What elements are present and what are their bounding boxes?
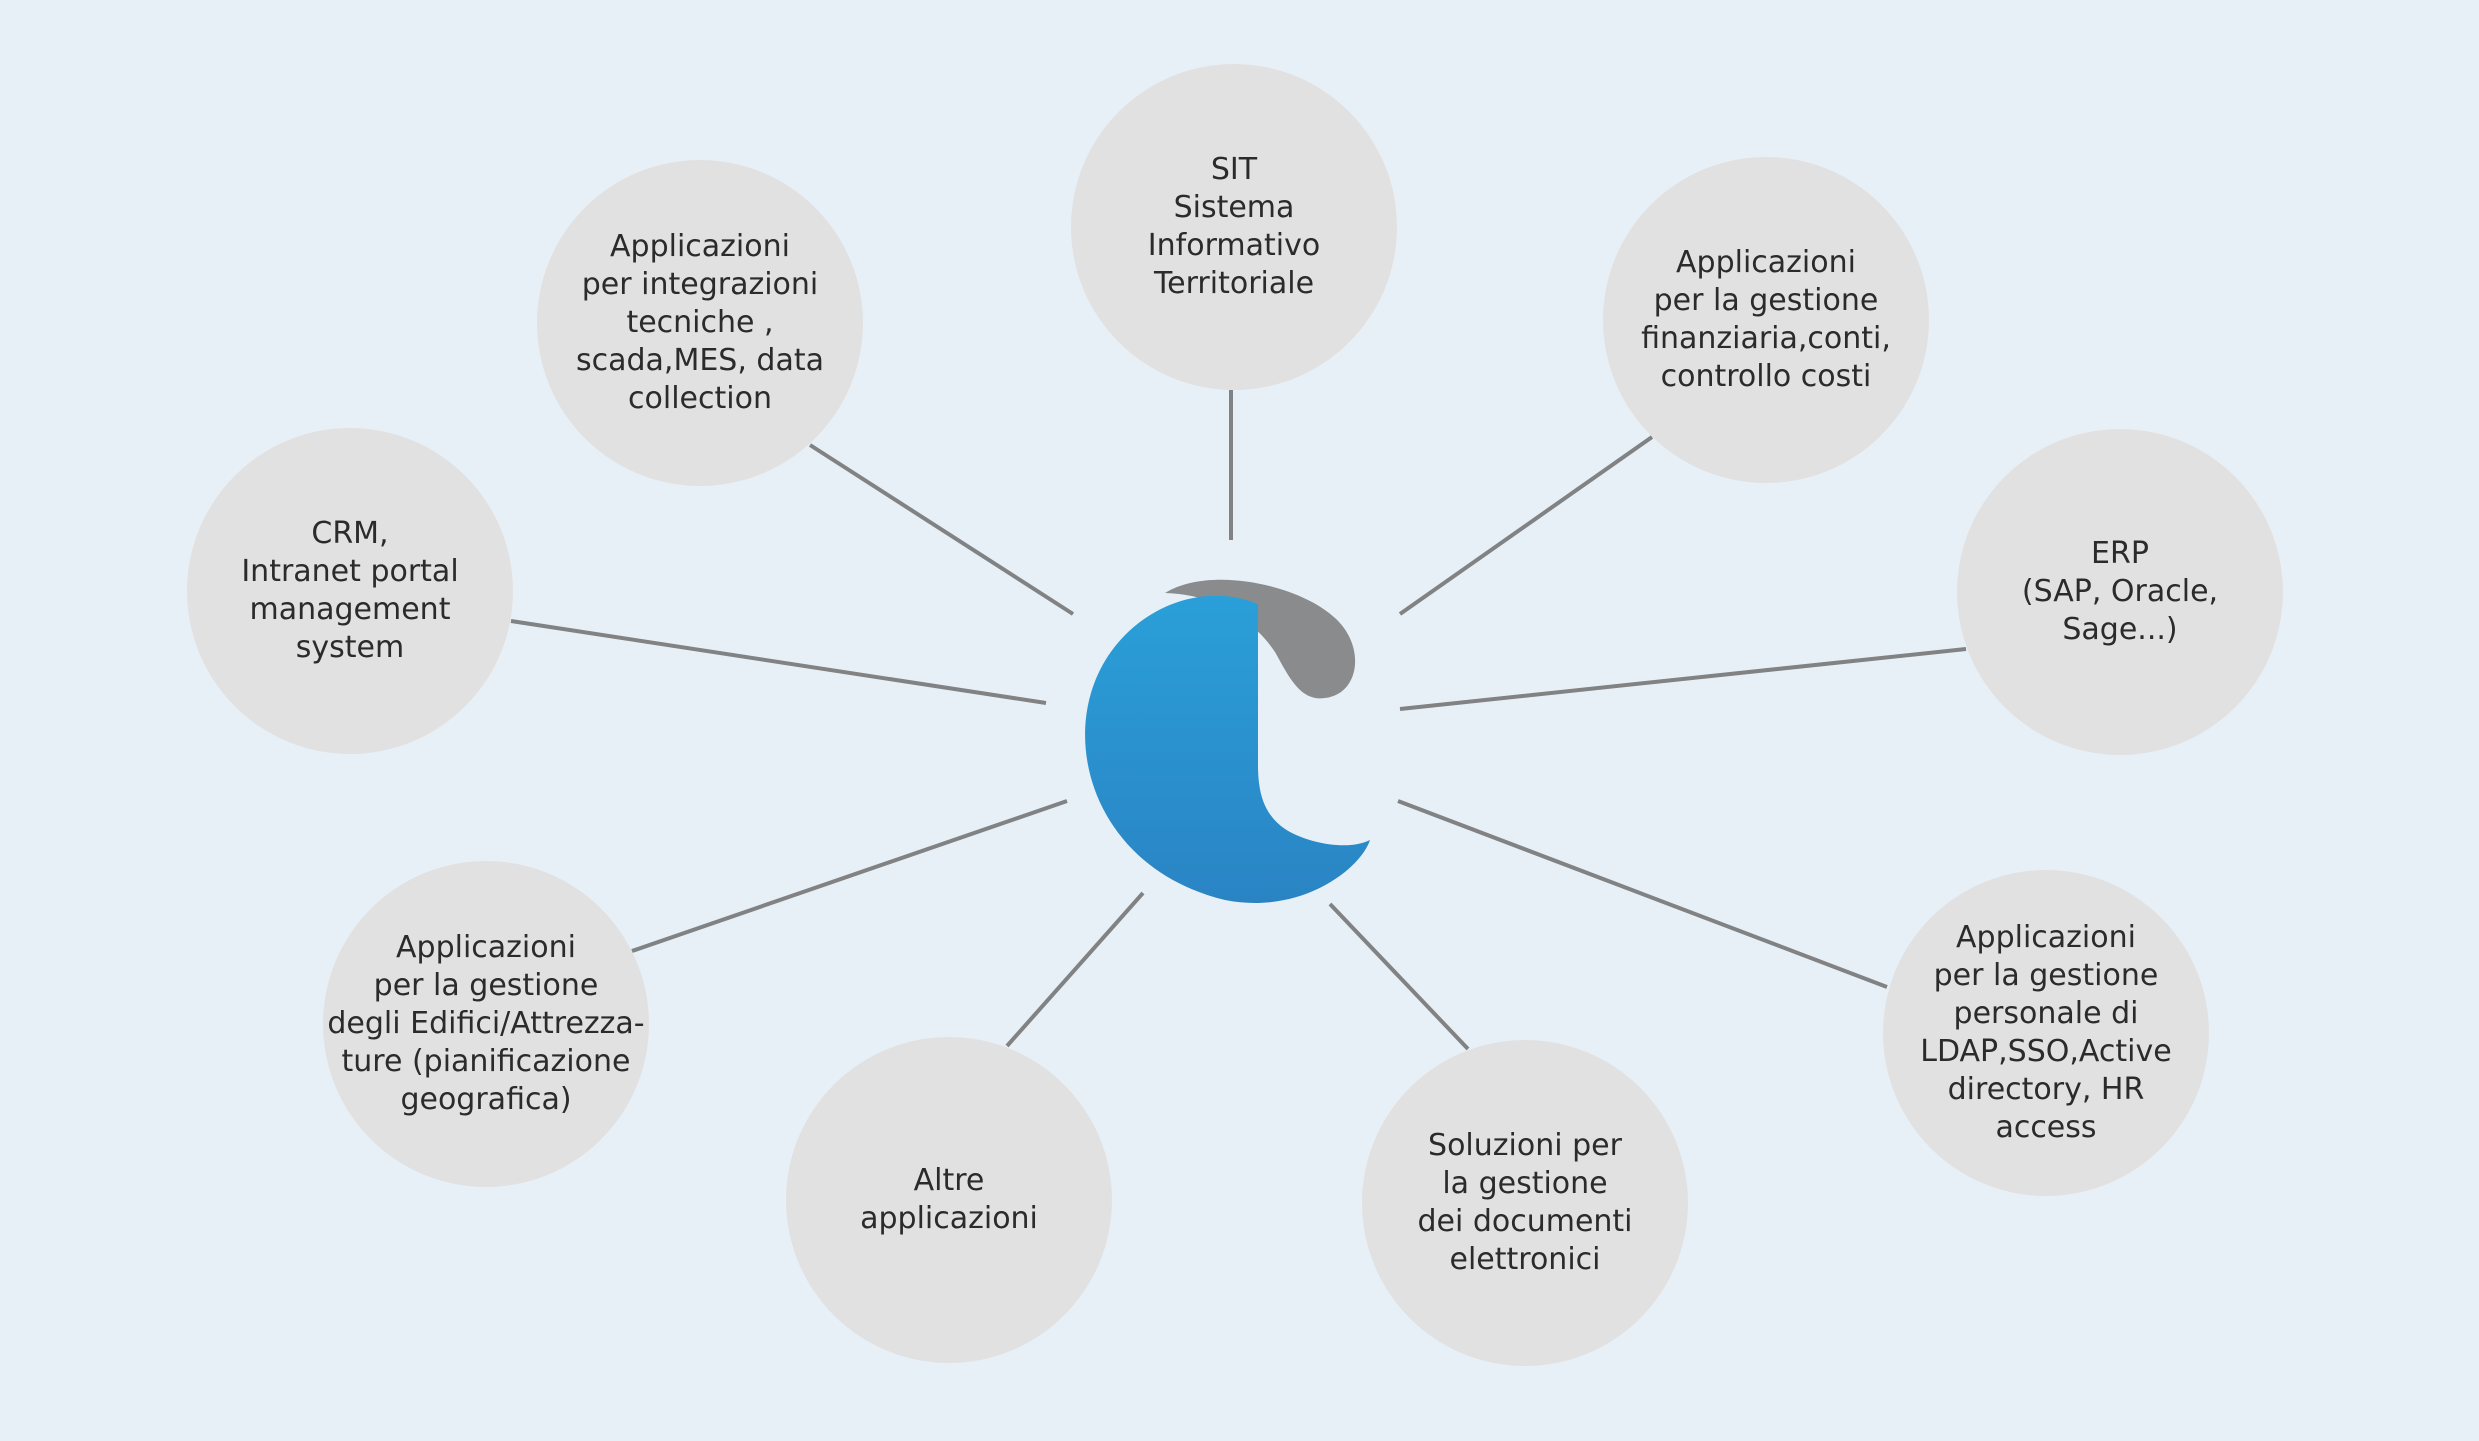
- company-logo-icon: [1085, 579, 1370, 903]
- connector-altre-applicazioni: [1005, 891, 1145, 1048]
- node-label: Soluzioni per la gestione dei documenti …: [1417, 1128, 1633, 1277]
- node-label: Applicazioni per la gestione personale d…: [1920, 920, 2172, 1145]
- node-label: CRM, Intranet portal management system: [241, 516, 459, 665]
- connector-erp: [1399, 647, 1967, 711]
- node-erp: ERP (SAP, Oracle, Sage...): [1957, 429, 2283, 755]
- node-gestione-personale: Applicazioni per la gestione personale d…: [1883, 870, 2209, 1196]
- connector-gestione-edifici: [631, 799, 1068, 953]
- node-label: Altre applicazioni: [860, 1163, 1038, 1236]
- connector-documenti-elettronici: [1328, 902, 1470, 1051]
- node-label: Applicazioni per la gestione finanziaria…: [1641, 245, 1891, 394]
- node-label: Applicazioni per la gestione degli Edifi…: [327, 930, 645, 1117]
- node-documenti-elettronici: Soluzioni per la gestione dei documenti …: [1362, 1040, 1688, 1366]
- node-altre-applicazioni: Altre applicazioni: [786, 1037, 1112, 1363]
- node-integrazioni-tecniche: Applicazioni per integrazioni tecniche ,…: [537, 160, 863, 486]
- node-label: ERP (SAP, Oracle, Sage...): [2021, 536, 2219, 647]
- node-gestione-finanziaria: Applicazioni per la gestione finanziaria…: [1603, 157, 1929, 483]
- node-label: SIT Sistema Informativo Territoriale: [1147, 152, 1321, 301]
- node-sit: SIT Sistema Informativo Territoriale: [1071, 64, 1397, 390]
- node-gestione-edifici: Applicazioni per la gestione degli Edifi…: [323, 861, 649, 1187]
- logo-gray-shape: [1165, 579, 1356, 699]
- connector-gestione-finanziaria: [1398, 435, 1654, 616]
- connector-gestione-personale: [1397, 799, 1888, 989]
- node-label: Applicazioni per integrazioni tecniche ,…: [576, 229, 824, 416]
- connector-integrazioni-tecniche: [808, 443, 1075, 616]
- logo-blue-shape: [1085, 595, 1370, 903]
- node-crm: CRM, Intranet portal management system: [187, 428, 513, 754]
- connector-crm: [510, 619, 1047, 705]
